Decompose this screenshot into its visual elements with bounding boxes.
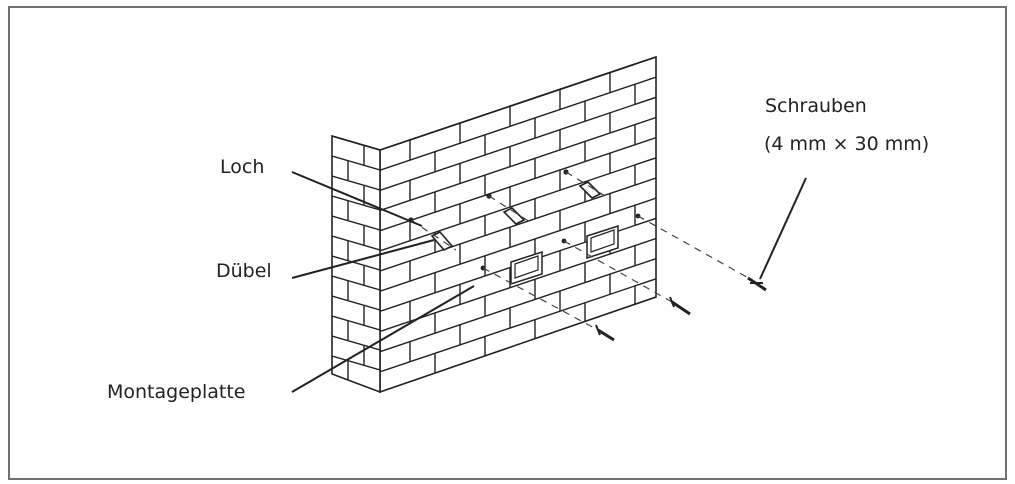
side-course-line	[332, 235, 380, 251]
dowels	[430, 181, 602, 251]
label-duebel: Dübel	[216, 260, 272, 282]
side-course-line	[332, 175, 380, 191]
callout-leaders	[291, 171, 807, 393]
leader-montageplatte	[291, 285, 475, 393]
plate-slot-right	[586, 224, 619, 260]
side-course-line	[332, 255, 380, 271]
screw-2	[669, 296, 691, 316]
mounting-plate	[510, 224, 619, 286]
alignment-lines	[410, 171, 753, 331]
label-montageplatte: Montageplatte	[107, 381, 246, 403]
figure-frame	[8, 6, 1007, 480]
side-course-line	[332, 215, 380, 231]
dowel-3	[578, 181, 602, 199]
brick-wall-front	[379, 55, 657, 394]
side-course-line	[332, 315, 380, 331]
side-course-line	[332, 355, 380, 371]
side-course-line	[332, 155, 380, 171]
leader-duebel	[291, 239, 435, 279]
dowel-1	[430, 231, 454, 251]
plate-slot-left	[510, 250, 543, 286]
leader-loch	[291, 171, 423, 227]
side-course-line	[332, 195, 380, 211]
side-course-line	[332, 295, 380, 311]
screws	[595, 276, 767, 342]
label-schrauben-spec: (4 mm × 30 mm)	[764, 133, 930, 155]
side-course-line	[332, 335, 380, 351]
brick-wall-side	[331, 56, 657, 394]
dowel-2	[502, 207, 526, 225]
side-course-line	[332, 275, 380, 291]
label-schrauben: Schrauben	[765, 95, 867, 117]
leader-schrauben	[759, 177, 807, 280]
screw-3	[747, 276, 767, 292]
label-loch: Loch	[220, 156, 265, 178]
screw-1	[595, 324, 615, 342]
